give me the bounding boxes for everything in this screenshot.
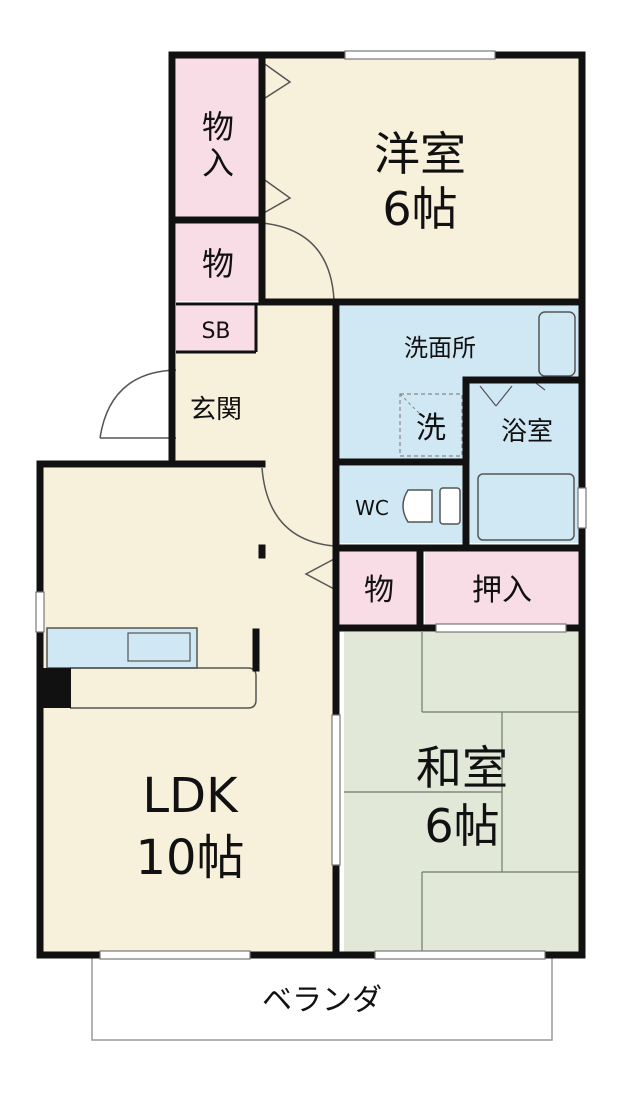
kitchen-sink xyxy=(127,632,191,662)
storage-mid-label: 物 xyxy=(202,245,234,283)
closet-floor xyxy=(425,551,580,625)
washroom-label: 洗面所 xyxy=(404,334,476,362)
balcony-label: ベランダ xyxy=(262,983,382,1018)
ldk-size: 10帖 xyxy=(135,830,244,886)
washer-pan xyxy=(399,393,463,457)
closet-label: 押入 xyxy=(472,573,532,608)
balcony-outline xyxy=(91,954,553,1041)
japanese-room-name: 和室 xyxy=(416,741,508,795)
storage-top-label-2: 入 xyxy=(202,144,234,182)
western-room-floor xyxy=(262,57,580,301)
sb-label: SB xyxy=(201,319,230,344)
kitchen-counter xyxy=(46,627,198,669)
entrance-label: 玄関 xyxy=(190,395,242,425)
kitchen-island xyxy=(70,667,257,709)
storage-mid-floor xyxy=(176,223,262,301)
kitchen-post xyxy=(43,668,71,708)
windows xyxy=(35,50,587,960)
closet-door-marks xyxy=(261,61,337,591)
bathtub xyxy=(477,473,575,541)
tatami-lines xyxy=(344,632,580,952)
bath-door-line xyxy=(479,385,497,407)
storage-small-label: 物 xyxy=(364,573,394,608)
japanese-room-size: 6帖 xyxy=(424,799,499,853)
wc-label: WC xyxy=(355,496,389,520)
ldk-name: LDK xyxy=(142,768,239,824)
ldk-floor xyxy=(43,468,336,952)
storage-top-label-1: 物 xyxy=(202,108,234,146)
bath-label: 浴室 xyxy=(501,417,553,447)
storage-small-floor xyxy=(340,551,417,625)
western-room-name: 洋室 xyxy=(374,127,466,181)
bath-door-line-2 xyxy=(495,385,513,407)
toilet-tank xyxy=(439,487,461,525)
wash-basin xyxy=(538,311,576,377)
toilet xyxy=(402,489,433,523)
western-room-size: 6帖 xyxy=(382,182,457,236)
sb-floor xyxy=(176,306,256,352)
washer-label: 洗 xyxy=(416,411,446,446)
door-swings xyxy=(99,222,335,547)
entrance-floor xyxy=(176,352,256,462)
storage-top-floor xyxy=(176,57,262,217)
